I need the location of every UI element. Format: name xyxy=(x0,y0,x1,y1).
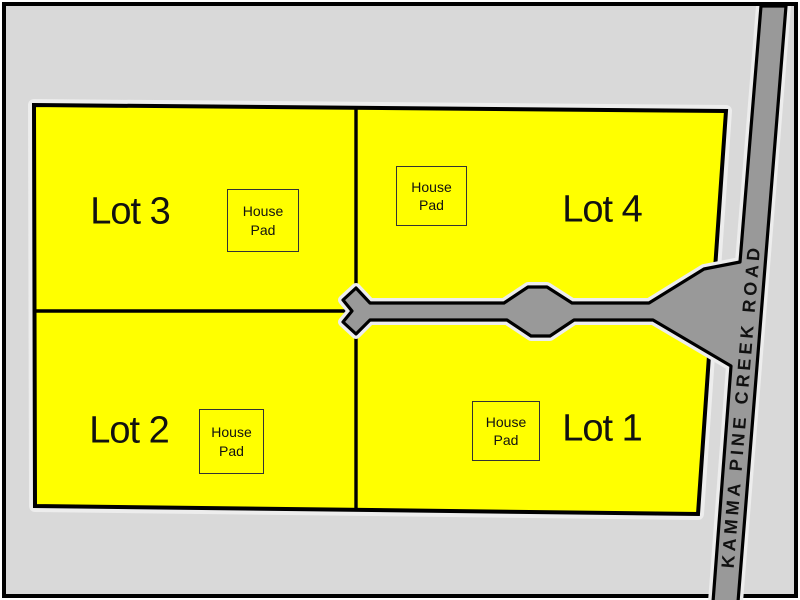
plat-drawing: KAMMA PINE CREEK ROAD xyxy=(28,6,791,600)
house-pad-label-line2: Pad xyxy=(419,197,444,213)
house-pad-lot-3: House Pad xyxy=(227,189,299,252)
house-pad-label-line1: House xyxy=(211,424,252,441)
house-pad-lot-4: House Pad xyxy=(396,166,467,226)
road-and-driveway xyxy=(341,6,788,600)
house-pad-label-line1: House xyxy=(411,178,452,195)
lot-4-label: Lot 4 xyxy=(562,188,643,231)
lot-3-label: Lot 3 xyxy=(90,190,171,233)
lot-1-label: Lot 1 xyxy=(562,407,643,450)
house-pad-label-line2: Pad xyxy=(250,221,276,238)
house-pad-label-line2: Pad xyxy=(219,442,244,459)
house-pad-lot-2: House Pad xyxy=(199,409,264,474)
house-pad-label-line1: House xyxy=(242,203,284,220)
lot-2-label: Lot 2 xyxy=(89,409,170,452)
house-pad-label-line2: Pad xyxy=(493,432,519,448)
house-pad-lot-1: House Pad xyxy=(472,401,540,461)
house-pad-label-line1: House xyxy=(485,413,527,430)
